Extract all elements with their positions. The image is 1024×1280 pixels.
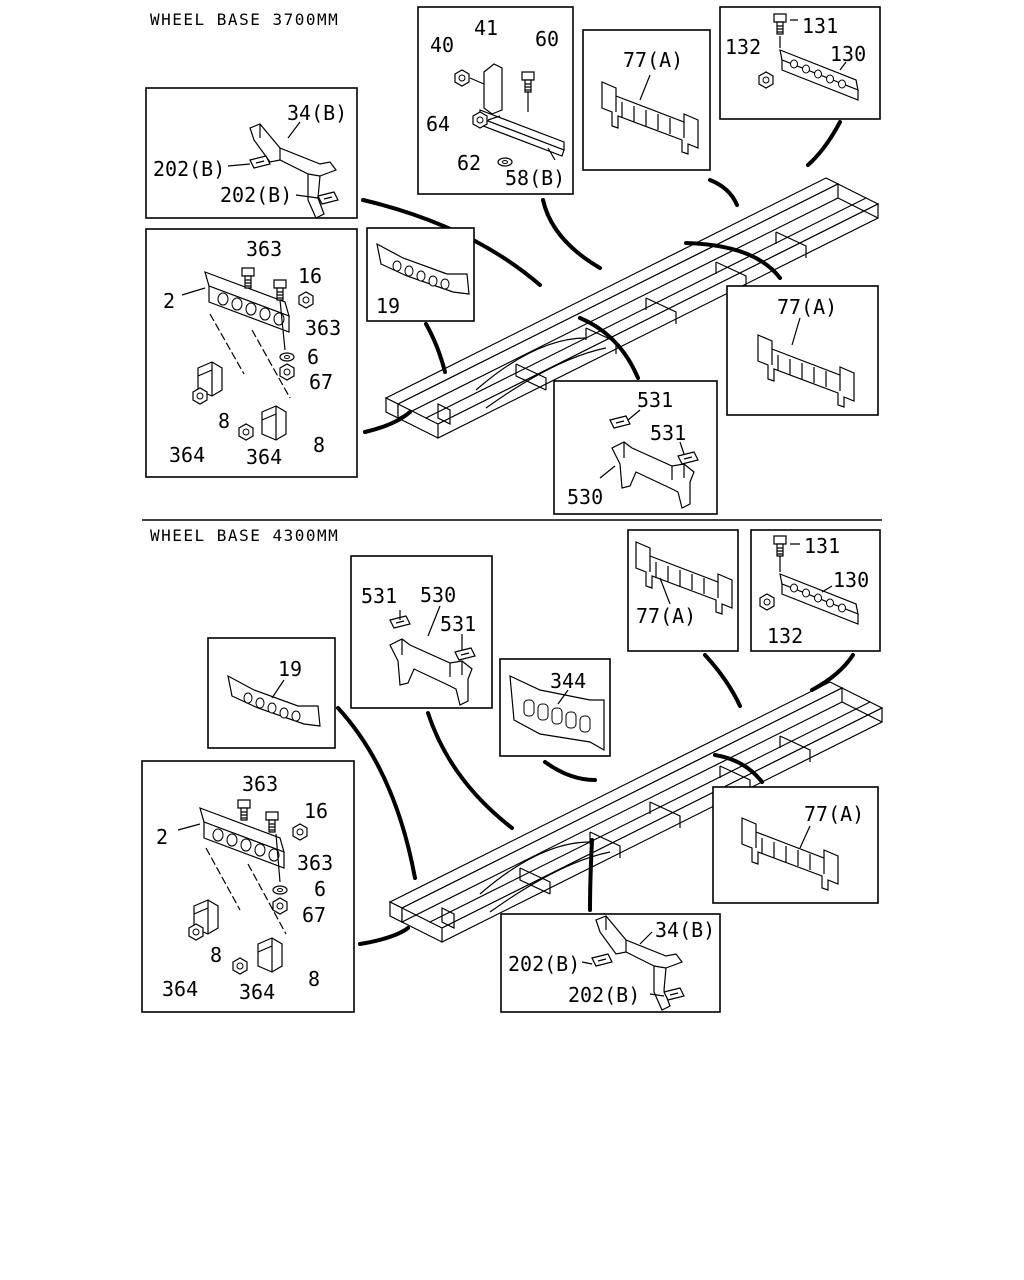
leader-arc: [358, 926, 410, 946]
label-531: 531: [637, 388, 673, 412]
label-130: 130: [830, 42, 866, 66]
box-77a-middle: 77(A): [712, 786, 879, 904]
box-crossmember-lower: 363 16 2 363 6 67 8 364 364 8: [141, 760, 355, 1013]
label-77a: 77(A): [777, 295, 837, 319]
label-58b: 58(B): [505, 166, 565, 190]
box-34b-upper: 34(B) 202(B) 202(B): [145, 87, 358, 219]
label-34b: 34(B): [287, 101, 347, 125]
label-16: 16: [304, 799, 328, 823]
section-a-title: WHEEL BASE 3700MM: [150, 10, 339, 29]
leader-arc: [708, 178, 739, 207]
label-202b: 202(B): [508, 952, 580, 976]
label-531: 531: [650, 421, 686, 445]
label-19: 19: [278, 657, 302, 681]
label-363: 363: [246, 237, 282, 261]
label-40: 40: [430, 33, 454, 57]
leader-arc: [541, 198, 602, 270]
section-wheel-base-3700: WHEEL BASE 3700MM 40 41 60 64: [145, 6, 881, 515]
label-131: 131: [804, 534, 840, 558]
section-b-title: WHEEL BASE 4300MM: [150, 526, 339, 545]
label-6: 6: [307, 345, 319, 369]
label-131: 131: [802, 14, 838, 38]
box-rail-130-lower: 131 130 132: [750, 529, 881, 652]
label-364: 364: [239, 980, 275, 1004]
label-8: 8: [313, 433, 325, 457]
label-67: 67: [309, 370, 333, 394]
label-2: 2: [156, 825, 168, 849]
label-202b: 202(B): [568, 983, 640, 1007]
label-67: 67: [302, 903, 326, 927]
label-64: 64: [426, 112, 450, 136]
label-77a: 77(A): [623, 48, 683, 72]
box-77a-upper: 77(A): [582, 29, 711, 171]
label-34b: 34(B): [655, 918, 715, 942]
leader-arc: [810, 653, 855, 692]
label-364: 364: [246, 445, 282, 469]
box-530-lower: 531 530 531: [350, 555, 493, 709]
box-77a-upper: 77(A): [627, 529, 739, 652]
box-34b-lower: 34(B) 202(B) 202(B): [500, 913, 721, 1013]
label-62: 62: [457, 151, 481, 175]
box-19-upper: 19: [366, 227, 475, 322]
box-bolt-bracket: 40 41 60 64 62 58(B): [417, 6, 574, 195]
label-132: 132: [725, 35, 761, 59]
label-363: 363: [305, 316, 341, 340]
label-363: 363: [242, 772, 278, 796]
box-rail-130-upper: 131 132 130: [719, 6, 881, 120]
box-crossmember-upper: 363 16 2 363 6 67 8 364 364 8: [145, 228, 358, 478]
leader-arc: [713, 753, 764, 784]
label-363: 363: [297, 851, 333, 875]
label-41: 41: [474, 16, 498, 40]
label-132: 132: [767, 624, 803, 648]
box-77a-middle: 77(A): [726, 285, 879, 416]
label-202b: 202(B): [220, 183, 292, 207]
label-130: 130: [833, 568, 869, 592]
leader-arc: [336, 706, 417, 880]
label-202b: 202(B): [153, 157, 225, 181]
leader-arc: [806, 120, 842, 167]
label-60: 60: [535, 27, 559, 51]
leader-arc: [588, 838, 594, 912]
leader-arc: [543, 760, 597, 782]
box-344: 344: [499, 658, 611, 757]
label-6: 6: [314, 877, 326, 901]
label-344: 344: [550, 669, 586, 693]
label-531: 531: [440, 612, 476, 636]
label-19: 19: [376, 294, 400, 318]
label-8: 8: [218, 409, 230, 433]
label-530: 530: [567, 485, 603, 509]
label-77a: 77(A): [636, 604, 696, 628]
leader-arc: [424, 322, 447, 374]
label-364: 364: [169, 443, 205, 467]
box-530-upper: 531 531 530: [553, 380, 718, 515]
leader-arc: [703, 653, 742, 708]
label-8: 8: [308, 967, 320, 991]
label-16: 16: [298, 264, 322, 288]
leader-arc: [426, 711, 514, 830]
leader-arc: [684, 241, 782, 280]
label-531: 531: [361, 584, 397, 608]
label-364: 364: [162, 977, 198, 1001]
box-19-lower: 19: [207, 637, 336, 749]
section-wheel-base-4300: WHEEL BASE 4300MM 531 530 531: [141, 526, 883, 1013]
label-77a: 77(A): [804, 802, 864, 826]
label-8: 8: [210, 943, 222, 967]
leader-arc: [578, 316, 640, 380]
label-530: 530: [420, 583, 456, 607]
label-2: 2: [163, 289, 175, 313]
leader-arc: [363, 410, 412, 434]
